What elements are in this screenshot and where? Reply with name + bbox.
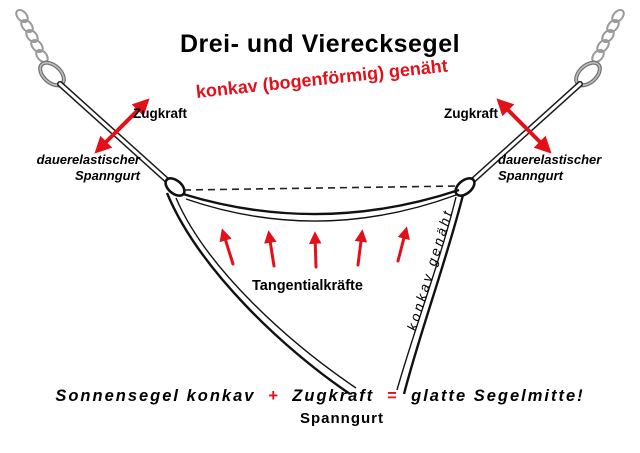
spanngurt-label-right: dauerelastischer Spanngurt xyxy=(498,152,640,184)
spanngurt-label-right-line2: Spanngurt xyxy=(498,168,563,183)
zugkraft-arrow-right xyxy=(496,98,552,154)
right-spring-icon xyxy=(591,8,625,64)
right-rope xyxy=(467,81,583,186)
formula-plus-sign: + xyxy=(268,387,280,405)
tangential-forces-label: Tangentialkräfte xyxy=(252,278,363,294)
left-spring-icon xyxy=(15,8,49,64)
zugkraft-label-left: Zugkraft xyxy=(133,106,187,121)
formula-equals-sign: = xyxy=(386,387,399,405)
bottom-formula-line2: Spanngurt xyxy=(300,410,384,427)
zugkraft-arrow-left xyxy=(94,98,150,154)
bottom-formula: Sonnensegel konkav + Zugkraft = glatte S… xyxy=(0,387,640,406)
dashed-chord-line xyxy=(183,185,459,191)
tangential-arrows xyxy=(219,226,410,269)
formula-part1: Sonnensegel konkav xyxy=(55,387,256,405)
concave-seam xyxy=(182,188,460,222)
sail-side-edges xyxy=(165,192,465,395)
formula-part3: glatte Segelmitte! xyxy=(411,387,585,405)
spanngurt-label-left-line2: Spanngurt xyxy=(75,168,140,183)
zugkraft-label-right: Zugkraft xyxy=(444,106,498,121)
spanngurt-label-left: dauerelastischer Spanngurt xyxy=(4,152,140,184)
formula-part2: Zugkraft xyxy=(292,387,375,405)
spanngurt-label-left-line1: dauerelastischer xyxy=(36,152,140,167)
spanngurt-label-right-line1: dauerelastischer xyxy=(498,152,602,167)
diagram-title: Drei- und Vierecksegel xyxy=(179,30,461,58)
